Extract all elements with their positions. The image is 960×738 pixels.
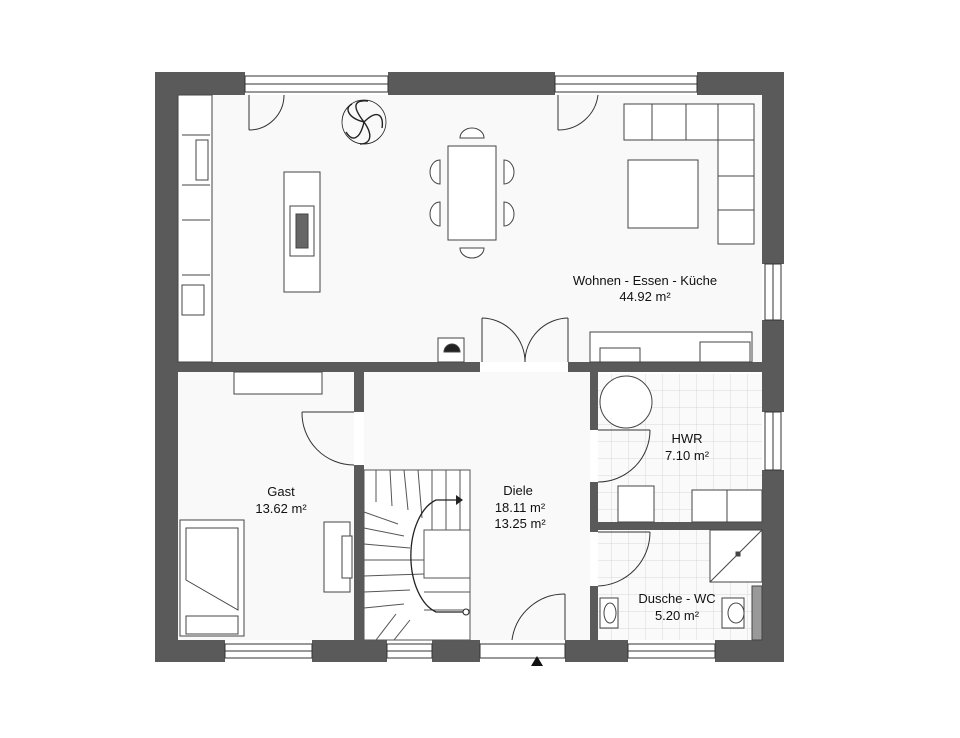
coffee-table	[627, 159, 699, 229]
doors	[248, 94, 651, 641]
guest-area: 13.62 m²	[255, 501, 307, 516]
bath-name: Dusche - WC	[638, 591, 715, 606]
utility-name: HWR	[671, 431, 702, 446]
windows	[224, 75, 782, 659]
living-area: 44.92 m²	[619, 289, 671, 304]
entrance-arrow-icon	[531, 656, 543, 666]
staircase	[363, 469, 471, 641]
sofa	[623, 103, 755, 245]
bath-fixtures	[599, 529, 763, 641]
utility-fixtures	[599, 375, 763, 523]
utility-area: 7.10 m²	[665, 448, 710, 463]
guest-furniture	[179, 371, 353, 637]
plant-icon	[341, 99, 387, 145]
hall-area-alt: 13.25 m²	[494, 516, 546, 531]
kitchen-counter	[177, 94, 753, 363]
hall-area: 18.11 m²	[495, 500, 546, 515]
outer-walls	[155, 72, 784, 662]
interior-walls	[178, 362, 762, 640]
room-labels: Wohnen - Essen - Küche 44.92 m² HWR 7.10…	[255, 273, 717, 623]
dining-set	[429, 127, 515, 259]
bath-area: 5.20 m²	[655, 608, 700, 623]
guest-name: Gast	[267, 484, 295, 499]
hall-name: Diele	[503, 483, 533, 498]
living-name: Wohnen - Essen - Küche	[573, 273, 717, 288]
